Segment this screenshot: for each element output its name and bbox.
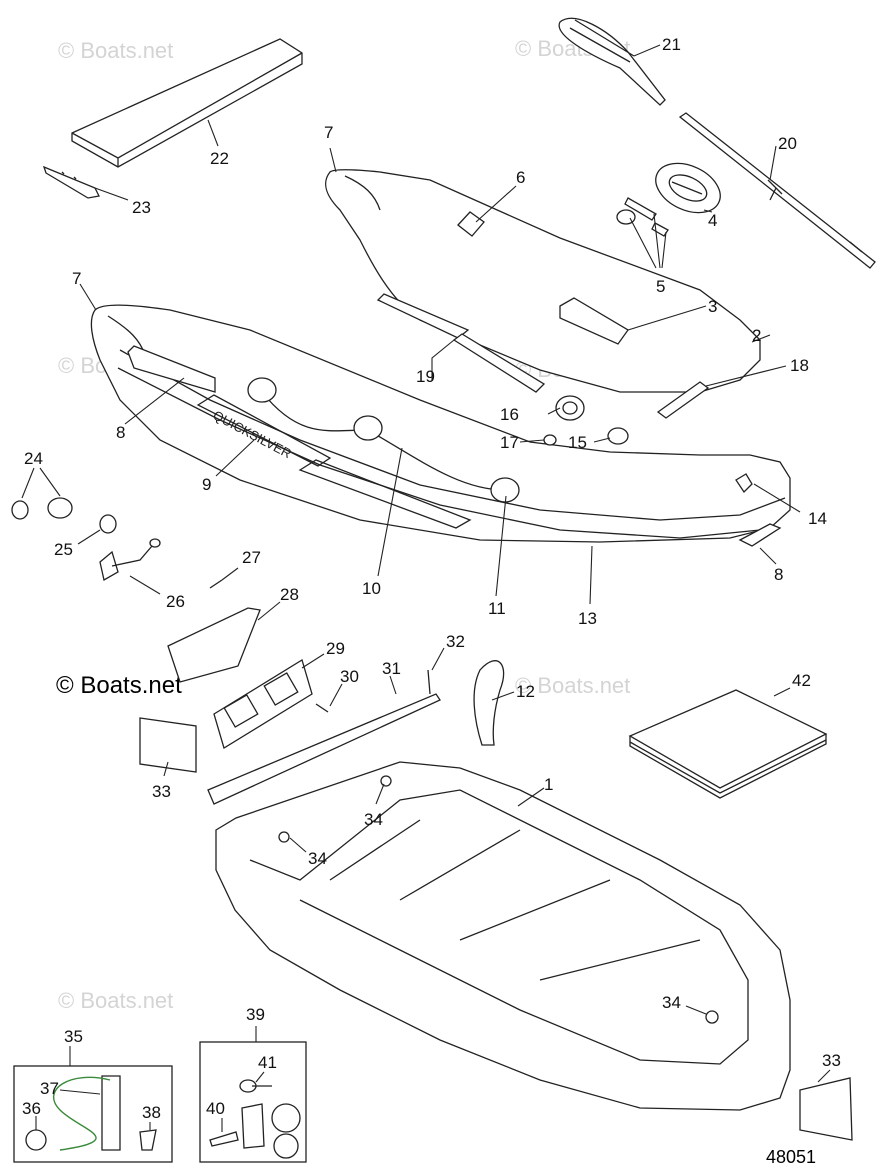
callout-38: 38 [142,1103,161,1122]
valve-patch [457,211,485,237]
callouts: 22 23 21 20 4 5 7 6 7 3 2 18 19 16 17 15… [22,35,841,1122]
callout-16: 16 [500,405,519,424]
logo-decal [735,473,753,494]
screw-30 [315,703,329,713]
oar-blade [558,17,666,106]
callout-7a: 7 [324,123,333,142]
callout-40: 40 [206,1099,225,1118]
leader-lines [21,44,831,1132]
watermark: © Boats.net [58,38,173,63]
callout-2: 2 [752,326,761,345]
callout-6: 6 [516,168,525,187]
thwart-strip [376,293,470,339]
handle-patch [559,297,629,345]
callout-15: 15 [568,433,587,452]
callout-36: 36 [22,1099,41,1118]
callout-7b: 7 [72,269,81,288]
seat-board [71,38,303,168]
repair-kit [209,1079,301,1159]
foot-pump [25,1075,157,1151]
brand-watermark: © Boats.net [56,672,182,699]
callout-42: 42 [792,671,811,690]
watermark: © Boats.net [58,988,173,1013]
callout-22: 22 [210,149,229,168]
callout-17: 17 [500,433,519,452]
callout-18: 18 [790,356,809,375]
motor-mount-plate [213,659,313,749]
drain-plug-set [11,497,161,582]
transom-rail [207,693,441,805]
oar-shaft [678,112,876,269]
callout-28: 28 [280,585,299,604]
callout-37: 37 [40,1079,59,1098]
callout-10: 10 [362,579,381,598]
callout-34b: 34 [308,849,327,868]
pump-kit-box [13,1065,173,1163]
callout-32: 32 [446,632,465,651]
callout-26: 26 [166,592,185,611]
drain-plugs [278,775,719,1024]
callout-33a: 33 [152,782,171,801]
callout-30: 30 [340,667,359,686]
callout-8b: 8 [774,565,783,584]
oarlock [655,162,721,214]
screw [209,579,223,589]
decal-stripe [298,459,472,529]
lifeline-holders [247,377,520,503]
callout-19: 19 [416,367,435,386]
callout-9: 9 [202,475,211,494]
callout-8a: 8 [116,423,125,442]
callout-25: 25 [54,540,73,559]
callout-1: 1 [544,775,553,794]
callout-41: 41 [258,1053,277,1072]
callout-24: 24 [24,449,43,468]
callout-4: 4 [708,211,717,230]
carry-handle-rear [738,523,782,547]
inflation-valve [543,395,629,446]
callout-35: 35 [64,1027,83,1046]
repair-kit-box [199,1041,307,1163]
callout-27: 27 [242,548,261,567]
callout-31: 31 [382,659,401,678]
bow-handle [656,381,710,419]
carry-handle [127,345,216,393]
callout-20: 20 [778,134,797,153]
callout-13: 13 [578,609,597,628]
keel-strip [473,660,505,746]
figure-number: 48051 [766,1147,816,1167]
thwart-strip-2 [452,333,546,393]
callout-33b: 33 [822,1051,841,1070]
bolt [427,669,431,695]
callout-23: 23 [132,198,151,217]
callout-21: 21 [662,35,681,54]
callout-14: 14 [808,509,827,528]
callout-11: 11 [488,599,506,618]
floor-bag [628,689,828,799]
callout-29: 29 [326,639,345,658]
callout-39: 39 [246,1005,265,1024]
data-plate [139,717,853,1141]
hull [215,761,791,1111]
lower-tube [90,304,791,543]
callout-34a: 34 [364,810,383,829]
callout-3: 3 [708,297,717,316]
callout-5: 5 [656,277,665,296]
callout-12: 12 [516,682,535,701]
seat-bracket [42,165,100,199]
transom-pad [167,607,261,683]
watermark: © Boats.net [515,673,630,698]
oarlock-pins [616,197,669,237]
callout-34c: 34 [662,993,681,1012]
